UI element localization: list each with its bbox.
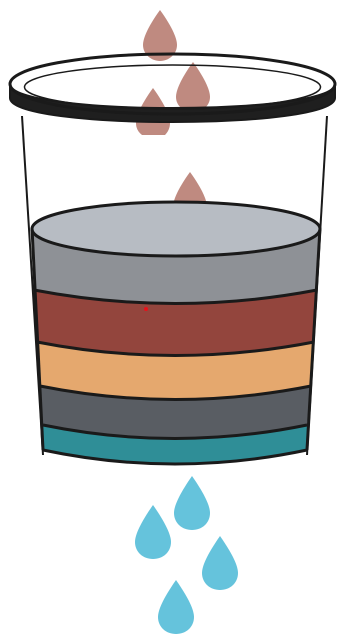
marker-dot — [144, 307, 148, 311]
clean-water-drops — [135, 476, 238, 634]
clean-water-drop — [135, 505, 171, 559]
clean-water-drop — [202, 536, 238, 590]
clean-water-drop — [158, 580, 194, 634]
cup-rim-inner — [25, 65, 321, 109]
cup-rim-opening — [10, 54, 335, 114]
cup — [10, 54, 335, 464]
cup-rim-band — [10, 84, 335, 122]
dirty-water-drop — [176, 62, 210, 112]
clean-water-drop — [174, 476, 210, 530]
filter-top-surface — [32, 202, 320, 256]
